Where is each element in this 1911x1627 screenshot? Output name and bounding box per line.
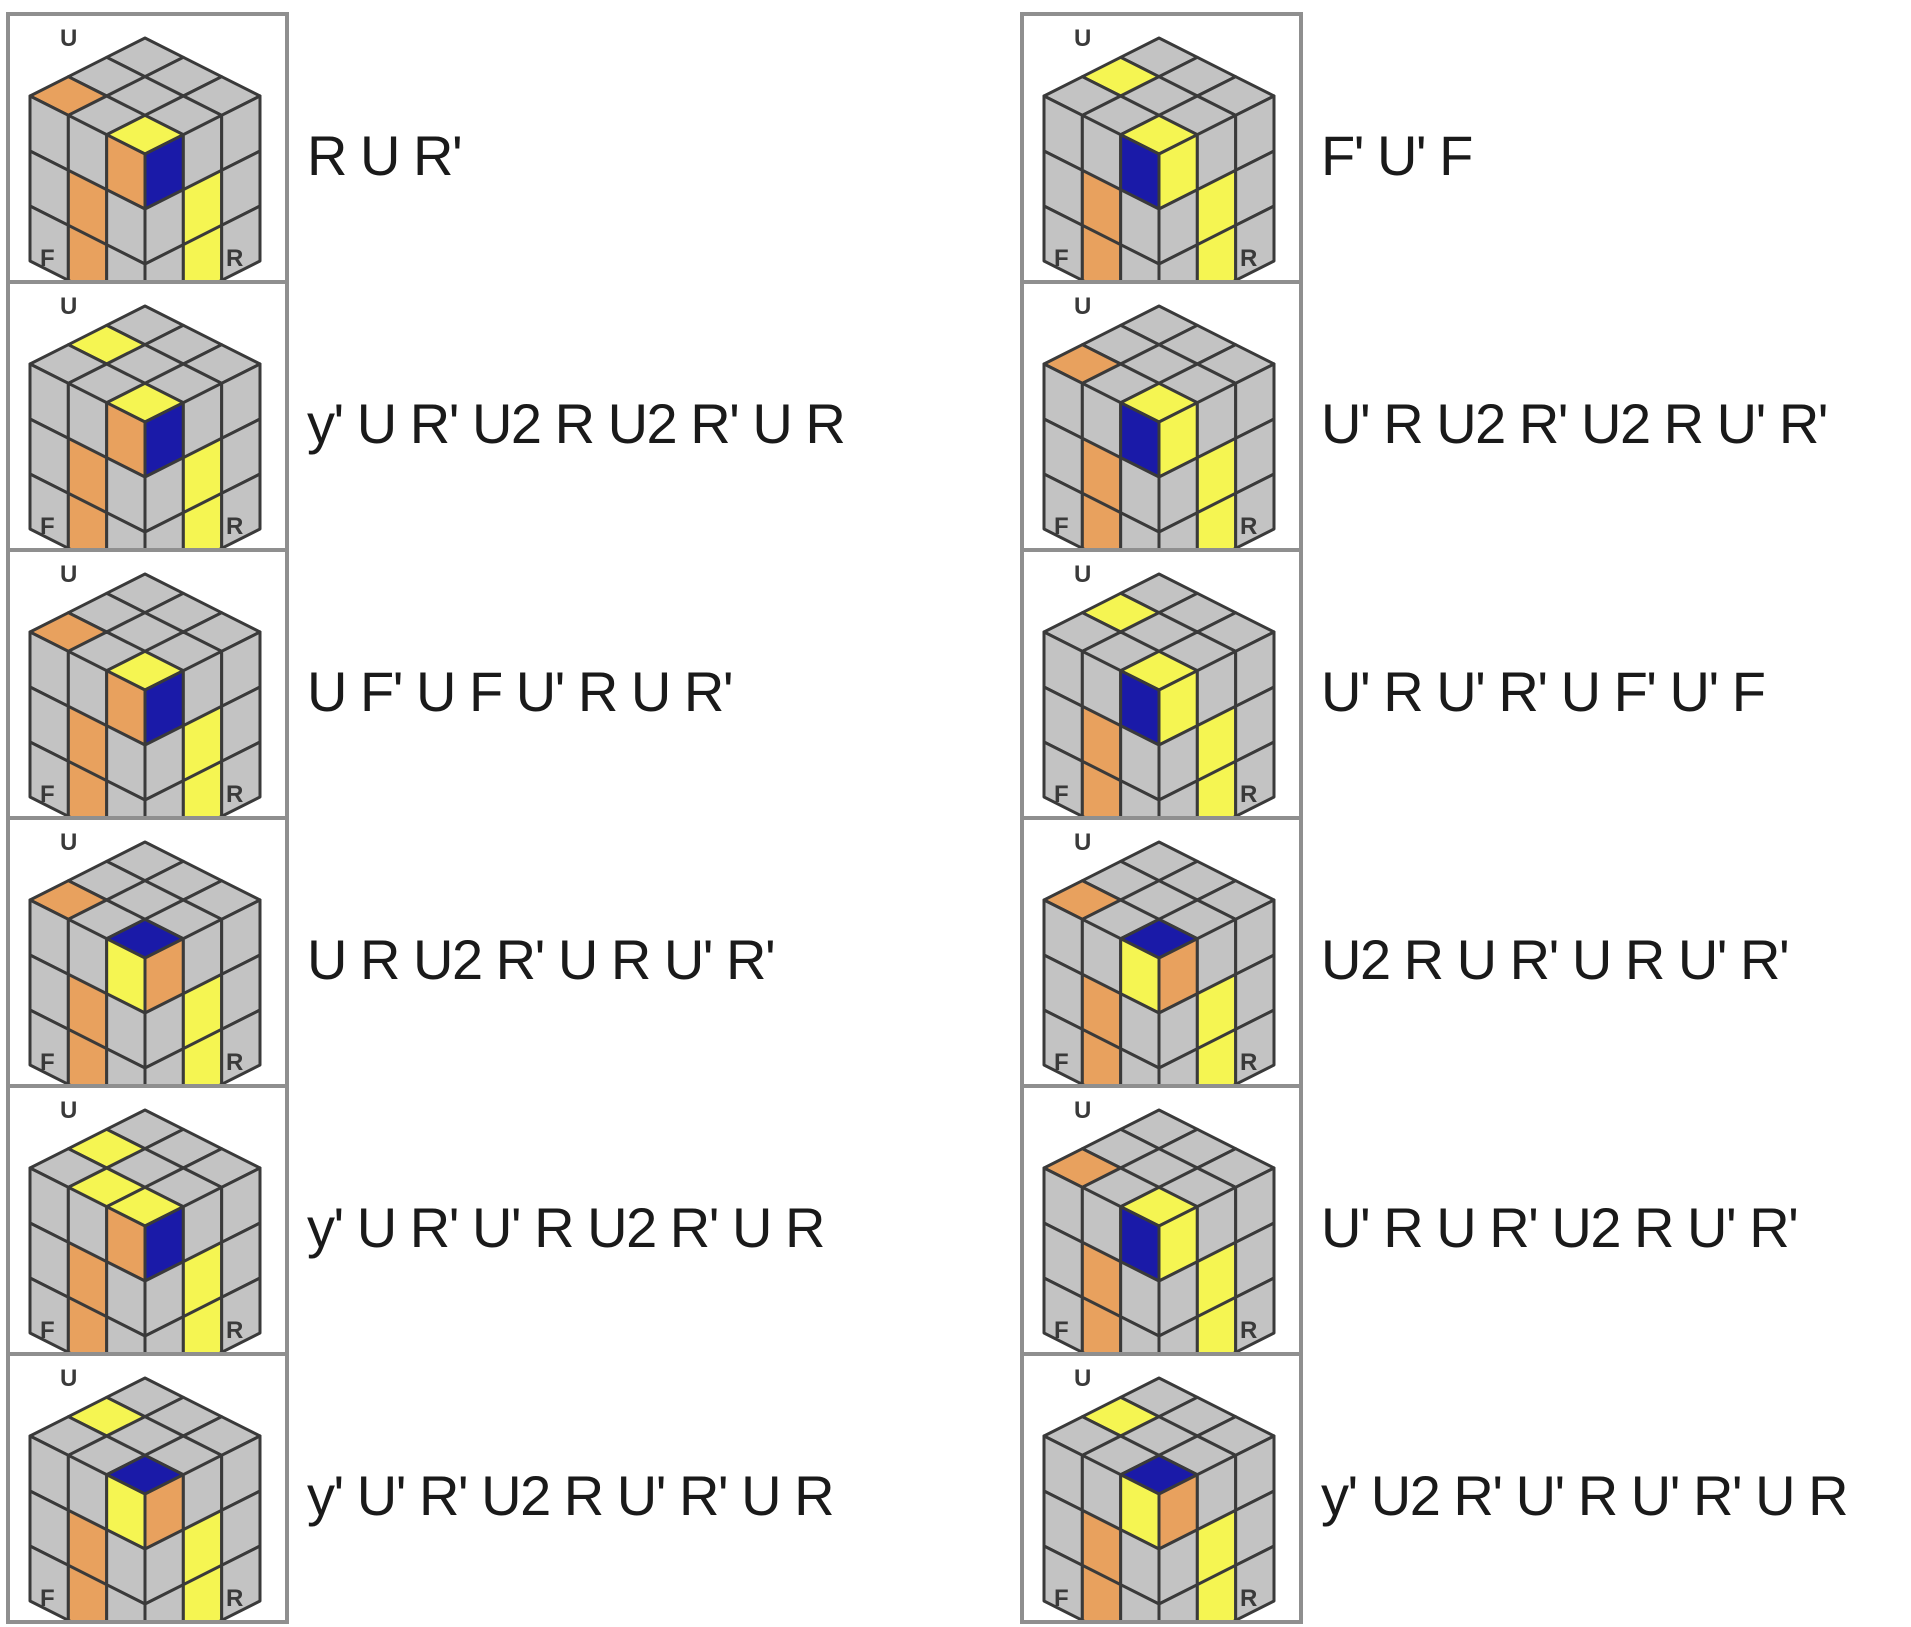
- algorithm-text: y' U' R' U2 R U' R' U R: [307, 1468, 827, 1524]
- cube-diagram: U F R: [10, 1088, 285, 1352]
- algorithm-text: y' U R' U2 R U2 R' U R: [307, 396, 827, 452]
- label-right: R: [1240, 245, 1257, 272]
- label-up: U: [60, 25, 77, 52]
- label-right: R: [1240, 1317, 1257, 1344]
- label-up: U: [60, 1097, 77, 1124]
- algorithm-text: U R U2 R' U R U' R': [307, 932, 827, 988]
- label-up: U: [1074, 1365, 1091, 1392]
- label-up: U: [1074, 1097, 1091, 1124]
- cube-diagram: U F R: [10, 284, 285, 548]
- label-up: U: [1074, 561, 1091, 588]
- label-front: F: [1054, 245, 1069, 272]
- label-front: F: [40, 513, 55, 540]
- cube-diagram: U F R: [10, 820, 285, 1084]
- label-up: U: [1074, 293, 1091, 320]
- cube-diagram: U F R: [1024, 1356, 1299, 1620]
- cube-diagram: U F R: [10, 1356, 285, 1620]
- algorithm-text: U' R U R' U2 R U' R': [1321, 1200, 1841, 1256]
- cube-diagram: U F R: [1024, 284, 1299, 548]
- label-right: R: [226, 1585, 243, 1612]
- label-front: F: [1054, 1049, 1069, 1076]
- label-up: U: [60, 829, 77, 856]
- label-front: F: [40, 1049, 55, 1076]
- cube-diagram: U F R: [1024, 1088, 1299, 1352]
- algorithm-text: U' R U' R' U F' U' F: [1321, 664, 1841, 720]
- cube-diagram: U F R: [1024, 16, 1299, 280]
- algorithm-text: U2 R U R' U R U' R': [1321, 932, 1841, 988]
- cube-diagram: U F R: [1024, 820, 1299, 1084]
- label-up: U: [1074, 829, 1091, 856]
- label-right: R: [226, 781, 243, 808]
- label-up: U: [60, 1365, 77, 1392]
- label-right: R: [1240, 781, 1257, 808]
- label-up: U: [60, 561, 77, 588]
- algorithm-text: F' U' F: [1321, 128, 1841, 184]
- label-right: R: [226, 513, 243, 540]
- label-up: U: [1074, 25, 1091, 52]
- case-cell: UFRR U R': [10, 16, 285, 284]
- algorithm-text: U F' U F U' R U R': [307, 664, 827, 720]
- label-up: U: [60, 293, 77, 320]
- label-right: R: [226, 1049, 243, 1076]
- label-front: F: [40, 781, 55, 808]
- label-front: F: [40, 1317, 55, 1344]
- label-right: R: [226, 1317, 243, 1344]
- algorithm-text: U' R U2 R' U2 R U' R': [1321, 396, 1841, 452]
- algorithm-text: R U R': [307, 128, 827, 184]
- label-front: F: [1054, 1585, 1069, 1612]
- label-front: F: [1054, 781, 1069, 808]
- cube-diagram: U F R: [1024, 552, 1299, 816]
- label-front: F: [1054, 1317, 1069, 1344]
- label-right: R: [1240, 513, 1257, 540]
- label-right: R: [1240, 1585, 1257, 1612]
- label-front: F: [40, 245, 55, 272]
- label-front: F: [40, 1585, 55, 1612]
- label-right: R: [1240, 1049, 1257, 1076]
- cube-diagram: U F R: [10, 16, 285, 280]
- algorithm-text: y' U R' U' R U2 R' U R: [307, 1200, 827, 1256]
- cube-diagram: U F R: [10, 552, 285, 816]
- label-front: F: [1054, 513, 1069, 540]
- label-right: R: [226, 245, 243, 272]
- algorithm-text: y' U2 R' U' R U' R' U R: [1321, 1468, 1841, 1524]
